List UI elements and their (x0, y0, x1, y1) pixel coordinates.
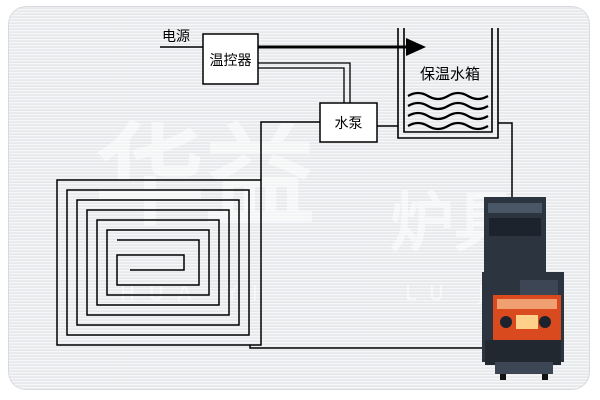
water-waves-icon (407, 91, 489, 131)
arrow-head-icon (406, 38, 426, 56)
water-pump-box: 水泵 (319, 102, 378, 143)
watermark-brand: 华益 (95, 113, 315, 241)
thermostat-to-tank-arrow (258, 38, 426, 56)
thermostat-box: 温控器 (202, 33, 259, 85)
storage-tank-label: 保温水箱 (420, 65, 480, 83)
thermostat-pump-wire (258, 62, 351, 103)
power-line: 电源 (160, 29, 203, 48)
thermostat-label: 温控器 (210, 53, 252, 69)
floor-boiler-return-pipe (249, 345, 490, 349)
floor-heating-coil (56, 179, 262, 346)
storage-tank: 保温水箱 (397, 28, 499, 139)
power-label: 电源 (162, 29, 190, 45)
watermark: 华益 炉具 HUA YI LU JU (95, 113, 518, 305)
pump-floor-pipe (260, 121, 320, 180)
tank-boiler-pipe (498, 122, 513, 200)
water-pump-label: 水泵 (335, 116, 363, 132)
boiler-icon (482, 197, 564, 380)
